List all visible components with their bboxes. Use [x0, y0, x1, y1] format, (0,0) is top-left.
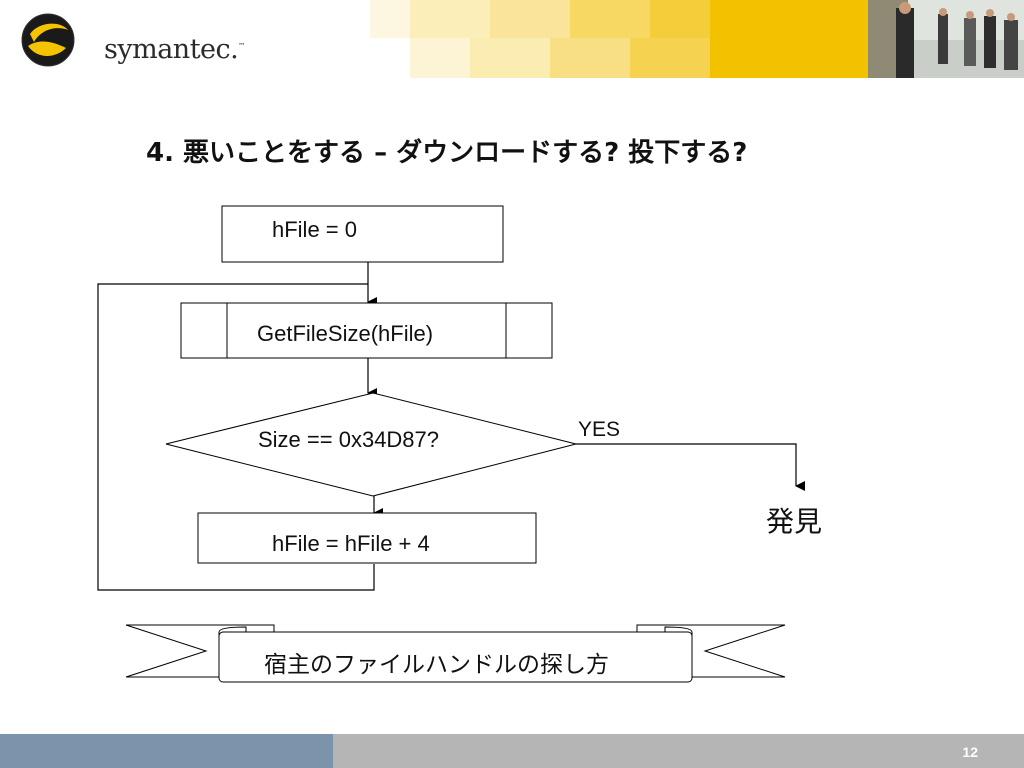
increment-box-label: hFile = hFile + 4 [272, 531, 430, 556]
yes-label: YES [578, 418, 621, 441]
footer-left-bar [0, 734, 333, 768]
slide-header: symantec.™ [0, 0, 1024, 80]
init-box-label: hFile = 0 [272, 217, 357, 242]
symantec-logo: symantec.™ [20, 12, 245, 68]
slide-title: 4. 悪いことをする – ダウンロードする? 投下する? [146, 138, 748, 168]
process-box [180, 302, 553, 359]
yes-branch-line [576, 443, 805, 491]
footer-right-bar [333, 734, 1024, 768]
init-box [221, 205, 504, 263]
increment-box [197, 512, 537, 564]
page-number: 12 [962, 744, 978, 760]
decision-diamond [165, 392, 577, 497]
banner-label: 宿主のファイルハンドルの探し方 [264, 652, 609, 678]
caption-banner [125, 624, 786, 683]
brand-wordmark: symantec.™ [104, 34, 245, 65]
found-label: 発見 [766, 505, 823, 538]
symantec-globe-icon [21, 13, 75, 67]
decision-label: Size == 0x34D87? [258, 427, 440, 452]
loop-back-line [97, 283, 375, 591]
header-mosaic [370, 0, 870, 78]
header-photo [868, 0, 1024, 78]
process-box-label: GetFileSize(hFile) [257, 321, 434, 346]
